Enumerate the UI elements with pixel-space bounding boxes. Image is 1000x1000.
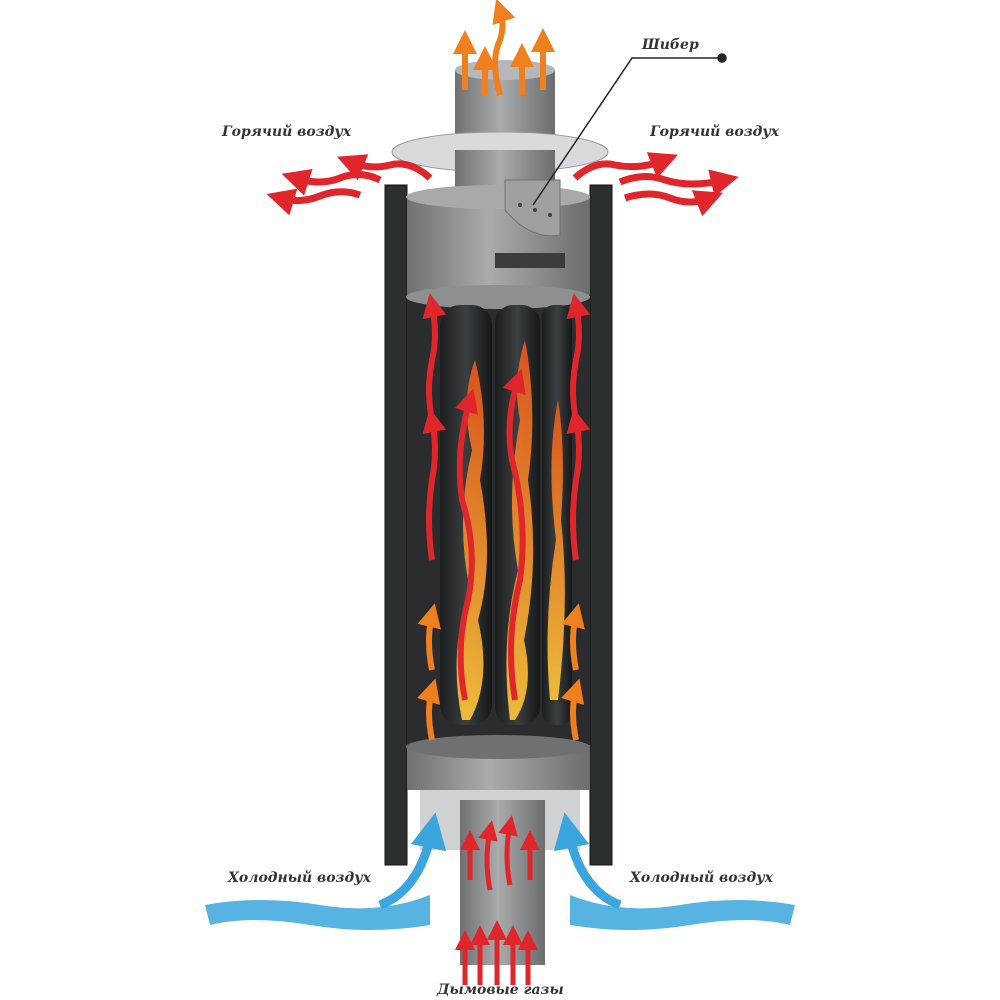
warm-air-arrows xyxy=(417,603,585,741)
top-cap xyxy=(406,179,590,295)
cold-air-left xyxy=(205,812,447,930)
jacket-left-wall xyxy=(384,184,408,866)
hot-air-left-label: Горячий воздух xyxy=(222,124,352,140)
lower-flue-pipe xyxy=(460,800,545,965)
cold-air-right-label: Холодный воздух xyxy=(630,870,773,886)
hot-air-arrows-right xyxy=(572,152,739,217)
damper-callout-line xyxy=(532,53,727,206)
hot-air-arrows-left xyxy=(266,154,433,216)
exhaust-arrows xyxy=(453,0,555,96)
damper-label: Шибер xyxy=(642,37,699,53)
flue-gases-label: Дымовые газы xyxy=(437,982,564,998)
jacket-right-wall xyxy=(589,184,613,866)
cold-air-left-label: Холодный воздух xyxy=(228,870,371,886)
hot-air-right-label: Горячий воздух xyxy=(650,124,780,140)
rising-air-arrows xyxy=(422,293,591,701)
flue-gas-arrows xyxy=(455,815,540,985)
damper-plate xyxy=(504,179,561,237)
cold-air-right xyxy=(553,812,795,930)
